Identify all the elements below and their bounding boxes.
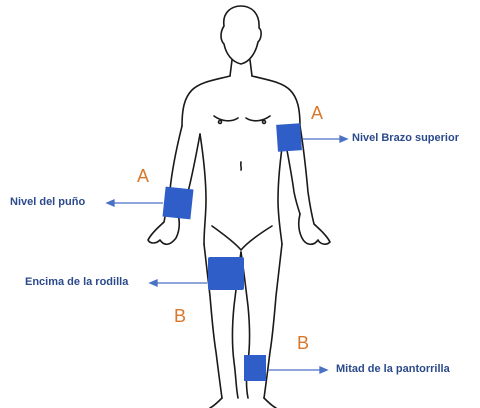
- arrow-upper-arm-head: [340, 136, 347, 142]
- letter-wrist: A: [137, 166, 149, 187]
- arrow-wrist-head: [107, 200, 114, 206]
- label-calf: Mitad de la pantorrilla: [336, 363, 450, 375]
- cuff-upper-arm: [276, 123, 302, 152]
- cuff-calf: [244, 355, 266, 381]
- letter-calf: B: [297, 333, 309, 354]
- letter-upper-arm: A: [311, 103, 323, 124]
- label-wrist: Nivel del puño: [10, 196, 85, 208]
- cuff-knee: [208, 257, 244, 290]
- label-knee: Encima de la rodilla: [25, 276, 128, 288]
- letter-knee: B: [174, 306, 186, 327]
- label-upper-arm: Nivel Brazo superior: [352, 132, 459, 144]
- arrow-calf-head: [320, 367, 327, 373]
- cuff-wrist: [163, 187, 194, 220]
- arrow-knee-head: [150, 280, 157, 286]
